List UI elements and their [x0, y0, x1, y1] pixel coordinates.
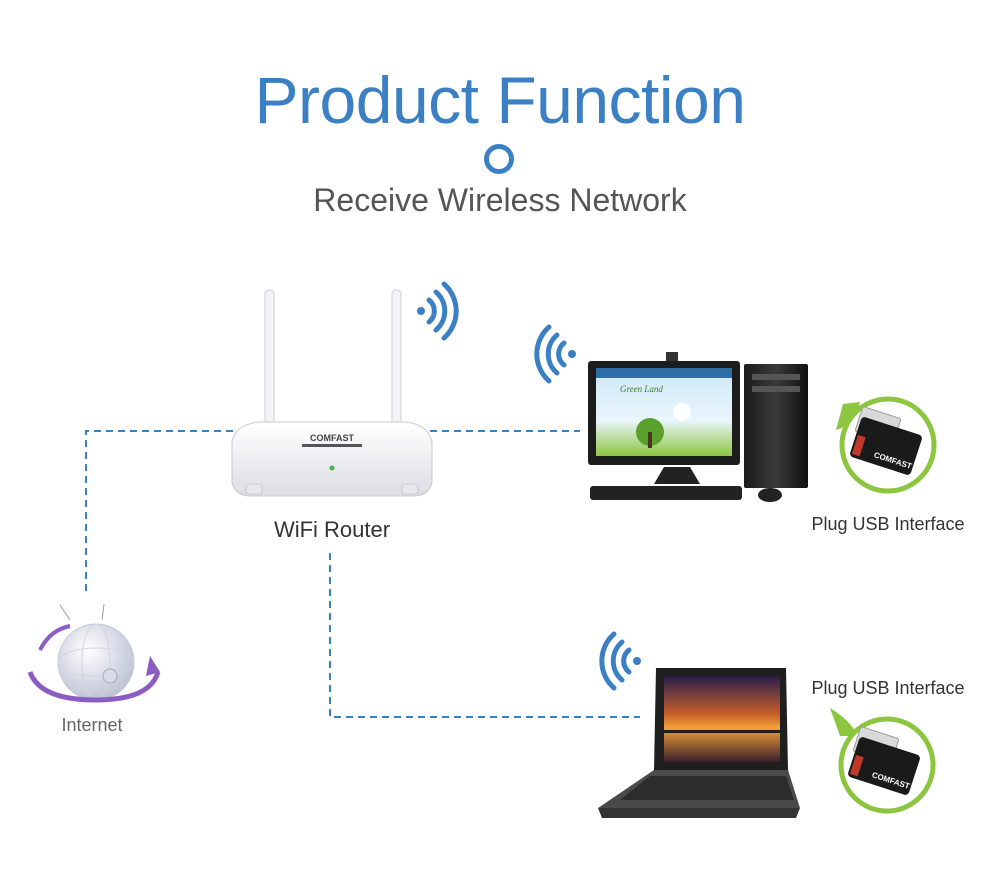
- link-lines: [85, 430, 640, 718]
- internet-label: Internet: [61, 715, 122, 735]
- laptop-usb-adapter-icon: [830, 708, 936, 814]
- internet-globe-icon: [27, 603, 161, 703]
- monitor-brand: Green Land: [620, 384, 663, 394]
- desktop-usb-adapter-icon: [836, 396, 937, 494]
- laptop-wifi-icon: [599, 631, 641, 691]
- laptop-icon: [598, 668, 800, 818]
- router-laptop-link: [329, 553, 640, 718]
- router-icon: [231, 289, 433, 497]
- desktop-computer-icon: [588, 352, 808, 502]
- router-wifi-icon: [417, 281, 459, 341]
- page-title: Product Function: [254, 63, 746, 137]
- laptop-usb-label: Plug USB Interface: [811, 678, 964, 698]
- title-ring-icon: [484, 144, 514, 174]
- router-internet-link: [85, 430, 233, 592]
- page-subtitle: Receive Wireless Network: [313, 182, 687, 218]
- router-brand: COMFAST: [310, 433, 355, 443]
- router-label: WiFi Router: [274, 517, 390, 542]
- desktop-wifi-icon: [534, 324, 576, 384]
- desktop-usb-label: Plug USB Interface: [811, 514, 964, 534]
